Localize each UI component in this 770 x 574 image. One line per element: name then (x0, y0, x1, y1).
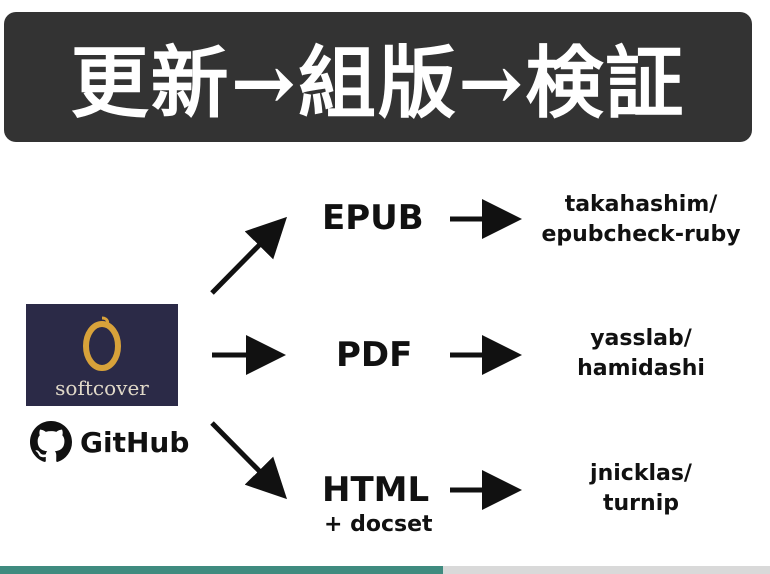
arrow-to-epub (210, 216, 288, 295)
slide-progress-bar (0, 566, 770, 574)
tool-html-line-2: turnip (603, 491, 679, 516)
tool-html-line-1: jnicklas/ (590, 461, 692, 486)
slide-title: 更新→組版→検証 (70, 38, 686, 129)
github-label: GitHub (80, 425, 190, 459)
slide-progress-fill (0, 566, 443, 574)
github-octocat-icon (30, 421, 72, 462)
tool-html: jnicklas/ turnip (526, 459, 756, 519)
arrow-to-html (210, 421, 288, 500)
tool-epub: takahashim/ epubcheck-ruby (526, 190, 756, 250)
title-banner: 更新→組版→検証 (4, 12, 752, 142)
tool-pdf: yasslab/ hamidashi (526, 324, 756, 384)
format-epub: EPUB (322, 198, 424, 238)
softcover-o-icon (83, 316, 121, 371)
softcover-logo: softcover (26, 304, 178, 406)
tool-pdf-line-2: hamidashi (577, 356, 705, 381)
format-pdf: PDF (336, 335, 413, 375)
format-html-note: + docset (324, 512, 433, 537)
softcover-wordmark: softcover (55, 376, 149, 400)
tool-epub-line-1: takahashim/ (564, 192, 718, 217)
format-html: HTML (322, 470, 430, 510)
tool-pdf-line-1: yasslab/ (590, 326, 692, 351)
github-logo: GitHub (30, 420, 189, 464)
tool-epub-line-2: epubcheck-ruby (541, 222, 741, 247)
